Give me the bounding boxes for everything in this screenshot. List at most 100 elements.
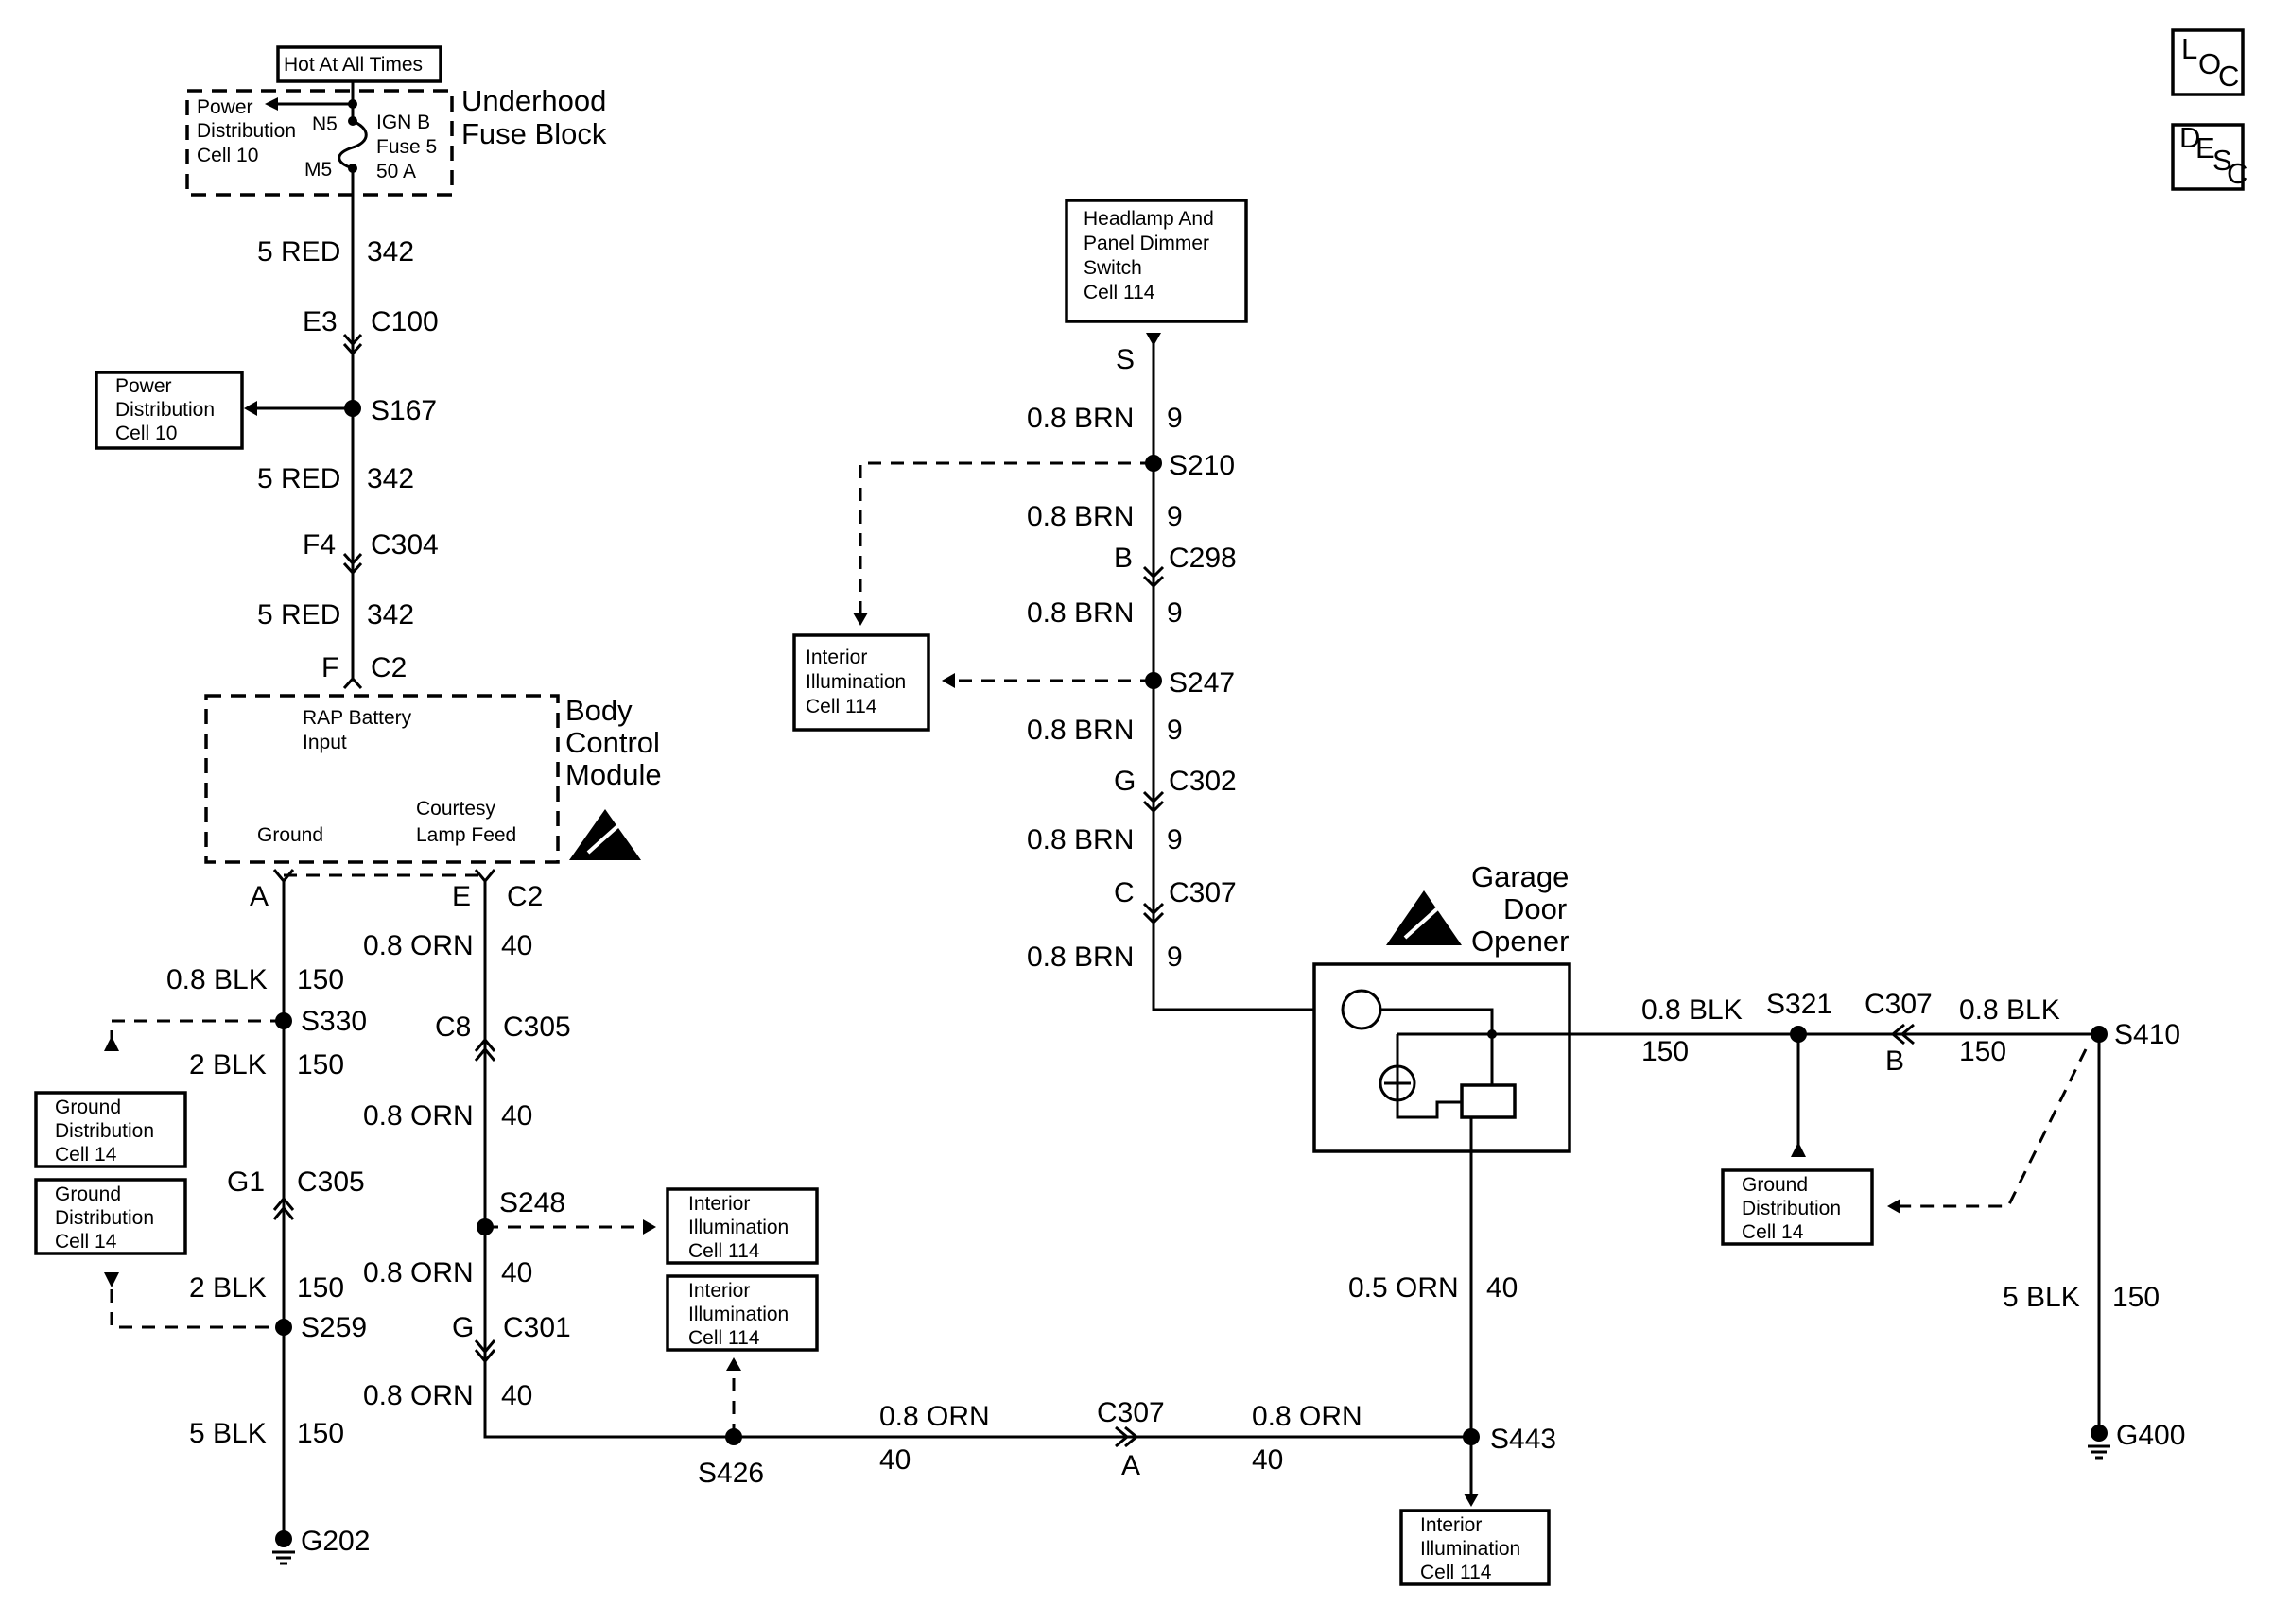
box-line: Distribution [1742, 1198, 1841, 1219]
arrow-icon [1791, 1142, 1806, 1157]
connector-c305-mid-icon [474, 1037, 496, 1062]
fuse-node-n5 [348, 116, 357, 126]
wire-dashed-ground-s259 [110, 1289, 284, 1329]
desc-letter-d: D [2179, 121, 2200, 154]
box-line: Cell 114 [688, 1240, 760, 1262]
connector-c307-a-icon [1115, 1425, 1139, 1448]
box-line: Headlamp And [1084, 208, 1214, 230]
wire-circuit-label: 40 [879, 1444, 911, 1476]
box-line: Cell 14 [55, 1144, 117, 1166]
connector-label: C2 [507, 881, 543, 912]
esd-warning-icon [1386, 890, 1462, 945]
arrow-icon [1464, 1494, 1479, 1507]
desc-letter-s: S [2212, 144, 2232, 177]
wire-gauge-label: 0.8 ORN [363, 1380, 474, 1411]
ground-label: G400 [2116, 1420, 2185, 1451]
underhood-fuse-block-title-2: Fuse Block [461, 117, 607, 150]
desc-letter-c: C [2227, 157, 2247, 190]
wire-gauge-label: 0.8 ORN [1252, 1401, 1362, 1432]
ground-dist-box-right[interactable] [1721, 1168, 1874, 1246]
loc-icon [2171, 28, 2245, 96]
splice-label: S410 [2114, 1019, 2180, 1050]
box-line: Ground [55, 1097, 121, 1118]
wire-circuit-label: 9 [1167, 942, 1183, 973]
ground-g202 [275, 1530, 292, 1547]
connector-label: C2 [371, 652, 407, 683]
wire-orn-40 [483, 881, 1473, 1494]
connector-pin-label: B [1885, 1045, 1904, 1077]
arrow-icon [104, 1272, 119, 1287]
box-line: Illumination [688, 1217, 789, 1238]
gdo-diode-icon [1384, 1072, 1411, 1095]
ground-label: G202 [301, 1526, 370, 1557]
wire-circuit-label: 150 [297, 1049, 344, 1080]
wire-gauge-label: 2 BLK [189, 1272, 267, 1304]
arrow-icon [726, 1357, 741, 1371]
desc-icon [2171, 123, 2245, 191]
interior-illumination-box-s248[interactable] [666, 1187, 819, 1265]
bcm-title: Body [565, 694, 633, 727]
box-line: Interior [688, 1193, 750, 1215]
desc-button[interactable]: D E S C [2171, 121, 2247, 191]
wire-circuit-label: 150 [297, 1418, 344, 1449]
ground-icon [272, 1550, 295, 1565]
connector-pin-label: E3 [303, 306, 338, 337]
interior-illumination-box-s247[interactable] [792, 633, 930, 732]
wire-gauge-label: 0.8 ORN [879, 1401, 990, 1432]
splice-label: S426 [698, 1458, 764, 1489]
arrow-icon [853, 613, 868, 626]
box-line: Cell 114 [1420, 1562, 1492, 1583]
fuse-arrow-icon [265, 97, 278, 111]
ground-dist-box-bottom[interactable] [34, 1178, 187, 1255]
arrow-icon [1887, 1199, 1900, 1214]
ground-g400 [2091, 1425, 2108, 1442]
connector-pin-label: E [452, 881, 471, 912]
connector-label: C307 [1169, 877, 1237, 908]
connector-c302-icon [1142, 790, 1165, 814]
headlamp-switch-box[interactable] [1065, 199, 1248, 323]
garage-door-opener-box[interactable] [1312, 962, 1571, 1153]
connector-pin-label: B [1114, 543, 1133, 574]
box-line: Cell 14 [1742, 1221, 1804, 1243]
fuse-pin-n5: N5 [312, 113, 338, 135]
splice-s259 [275, 1319, 292, 1336]
wire-gauge-label: 2 BLK [189, 1049, 267, 1080]
wire-dashed-ground-s410 [1900, 1048, 2088, 1208]
connector-label: C298 [1169, 543, 1237, 574]
power-dist-box[interactable] [95, 371, 244, 450]
box-line: Interior [1420, 1514, 1482, 1536]
connector-pin-label: G [452, 1312, 474, 1343]
connector-label: C307 [1097, 1397, 1165, 1428]
box-line: Illumination [1420, 1538, 1520, 1560]
box-line: Cell 114 [688, 1327, 760, 1349]
connector-c2-icon [342, 676, 363, 690]
box-line: Switch [1084, 257, 1142, 279]
interior-illumination-box-s443[interactable] [1399, 1509, 1551, 1586]
bcm-courtesy-label-2: Lamp Feed [416, 824, 516, 846]
box-line: Interior [806, 647, 867, 668]
wire-gauge-label: 0.8 ORN [363, 1257, 474, 1288]
splice-label: S248 [499, 1187, 565, 1218]
wire-circuit-label: 342 [367, 463, 414, 494]
wire-dashed-interior-s210 [859, 461, 1154, 614]
box-line: Ground [55, 1183, 121, 1205]
interior-illumination-box-s426[interactable] [666, 1274, 819, 1352]
ground-icon [2088, 1444, 2110, 1460]
splice-label: S443 [1490, 1424, 1556, 1455]
fuse-node-top [348, 99, 357, 109]
bcm-rap-label-2: Input [303, 732, 347, 753]
fuse-power-dist-label-2: Distribution [197, 120, 296, 142]
ground-dist-box-top[interactable] [34, 1091, 187, 1168]
wire-circuit-label: 9 [1167, 403, 1183, 434]
gdo-title-3: Opener [1471, 924, 1569, 958]
loc-button[interactable]: L O C [2171, 28, 2245, 96]
splice-s410 [2091, 1026, 2108, 1043]
connector-pin-label: C [1114, 877, 1135, 908]
bcm-ground-label: Ground [257, 824, 323, 846]
wire-gauge-label: 0.8 ORN [363, 1100, 474, 1132]
wire-gauge-label: 0.8 BLK [166, 964, 268, 995]
wire-gauge-label: 0.8 BRN [1027, 942, 1134, 973]
connector-pin-label: F [321, 652, 338, 683]
wire-circuit-label: 40 [501, 930, 532, 961]
box-line: Cell 114 [806, 696, 877, 717]
